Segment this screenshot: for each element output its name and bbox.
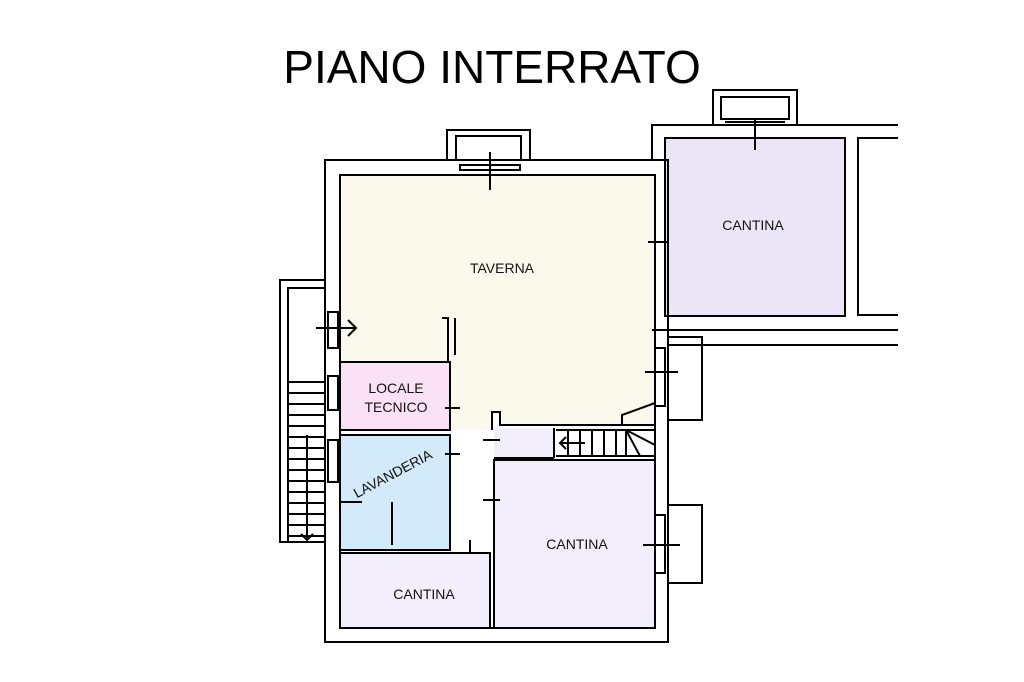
room-locale-tecnico	[340, 362, 450, 430]
label-cantina-top: CANTINA	[722, 217, 784, 233]
room-cantina-bottom-right	[494, 460, 655, 628]
label-cantina-bottom-left: CANTINA	[393, 586, 455, 602]
room-cantina-bottom-left	[340, 553, 490, 628]
room-taverna	[340, 175, 655, 430]
label-taverna: TAVERNA	[470, 260, 535, 276]
label-cantina-bottom-right: CANTINA	[546, 536, 608, 552]
room-lavanderia	[340, 435, 450, 550]
plan-title: PIANO INTERRATO	[283, 41, 701, 93]
label-locale-tecnico-line1: LOCALE	[368, 380, 423, 396]
label-locale-tecnico-line2: TECNICO	[365, 399, 428, 415]
walls	[279, 89, 898, 643]
landing	[494, 428, 554, 458]
room-cantina-top	[665, 138, 845, 316]
